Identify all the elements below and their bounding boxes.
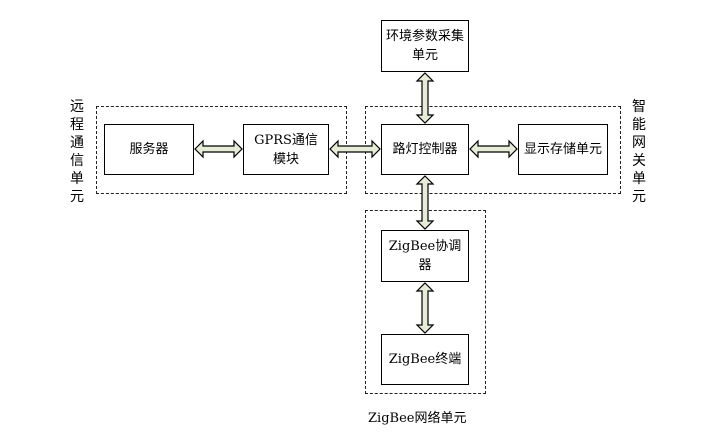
smart-gateway-label: 智能网关单元 — [632, 99, 646, 205]
env-sensor-unit: 环境参数采集单元 — [381, 20, 469, 72]
arrow-gprs-controller — [329, 139, 381, 159]
gprs-module-block: GPRS通信模块 — [243, 124, 329, 175]
arrow-coordinator-terminal — [415, 282, 435, 334]
zigbee-coordinator-block: ZigBee协调器 — [381, 230, 469, 282]
server-block: 服务器 — [104, 124, 194, 175]
display-storage-block: 显示存储单元 — [518, 124, 608, 175]
arrow-env-controller — [415, 72, 435, 124]
arrow-controller-coordinator — [415, 175, 435, 230]
arrow-server-gprs — [194, 139, 243, 159]
zigbee-network-label: ZigBee网络单元 — [368, 411, 467, 426]
street-light-controller-block: 路灯控制器 — [381, 124, 469, 175]
arrow-controller-display — [469, 139, 518, 159]
remote-communication-label: 远程通信单元 — [70, 99, 84, 205]
zigbee-terminal-block: ZigBee终端 — [381, 334, 469, 385]
